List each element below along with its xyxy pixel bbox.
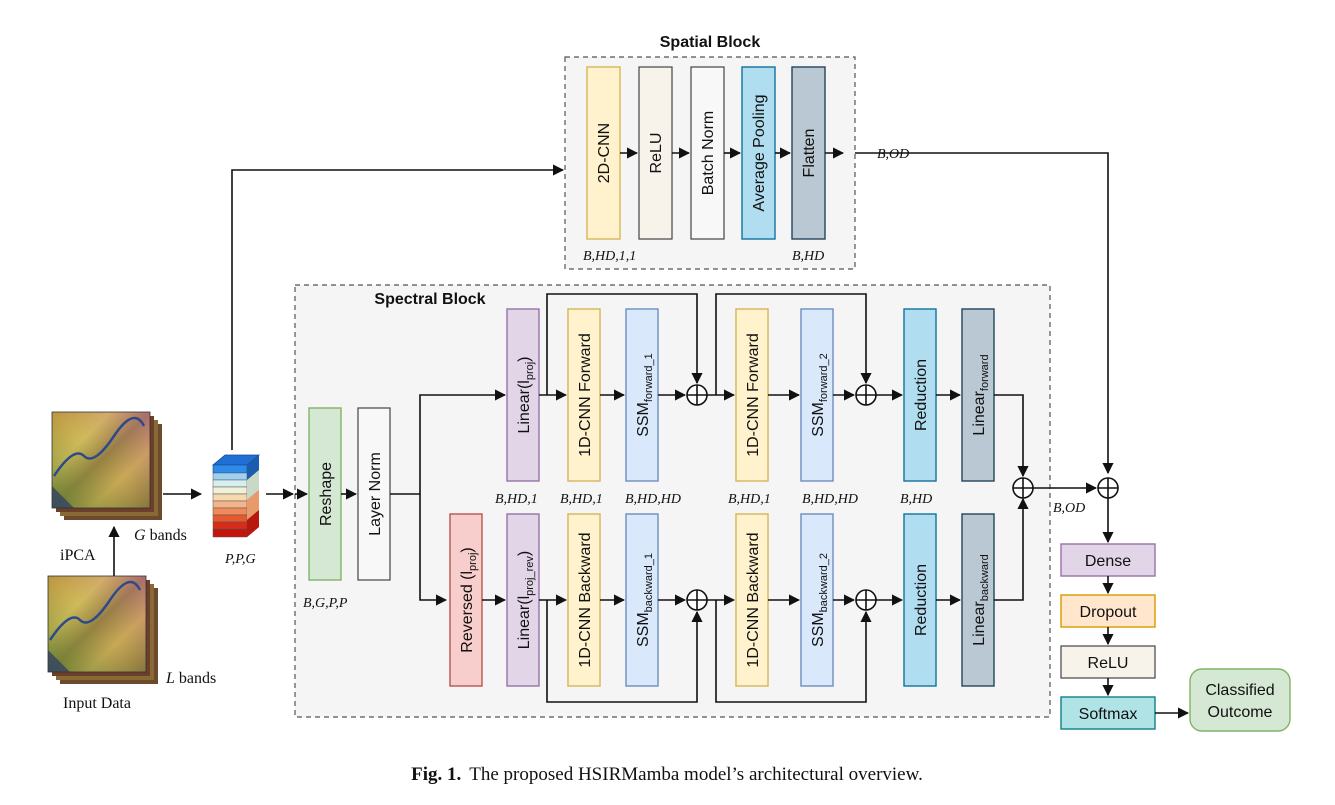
ssm-backward-2-layer	[800, 513, 834, 687]
spectral-block: Spectral Block Reshape B,G,P,P Layer Nor…	[294, 284, 1051, 718]
ssm-forward-2-layer	[800, 308, 834, 482]
linear-backward-layer	[961, 513, 995, 687]
relu-label: ReLU	[648, 133, 665, 174]
batchnorm-label: Batch Norm	[700, 111, 717, 195]
ssm-forward-2-label: SSMforward_2	[810, 353, 830, 437]
reshape-label: Reshape	[318, 462, 335, 526]
softmax-label: Softmax	[1079, 706, 1138, 723]
dim-cnn2d-out: B,HD,1,1	[583, 249, 636, 264]
dense-label: Dense	[1085, 553, 1131, 570]
classifier-head: Dense Dropout ReLU Softmax Classified Ou…	[1060, 498, 1291, 732]
ssm-forward-1-layer	[625, 308, 659, 482]
conv1d-backward-2-label: 1D-CNN Backward	[745, 532, 762, 667]
reshape-layer	[308, 407, 342, 581]
linear-proj-layer	[506, 308, 540, 482]
linear-proj-label: Linear(lproj)	[516, 356, 536, 433]
dim-patch: P,P,G	[224, 552, 256, 567]
reversed-label: Reversed (lproj)	[459, 547, 479, 652]
conv1d-forward-2-layer	[735, 308, 769, 482]
conv1d-forward-2-label: 1D-CNN Forward	[745, 333, 762, 457]
g-bands-label: G bands	[134, 527, 187, 544]
relu-layer	[638, 66, 673, 240]
ssm-backward-1-layer	[625, 513, 659, 687]
spatial-block-title: Spatial Block	[660, 34, 761, 51]
dim-ssm-fwd-2: B,HD,HD	[802, 492, 858, 507]
dim-spectral-out: B,OD	[1053, 501, 1085, 516]
flatten-label: Flatten	[801, 129, 818, 178]
ssm-backward-1-label: SSMbackward_1	[635, 553, 655, 647]
ssm-forward-1-label: SSMforward_1	[635, 353, 655, 437]
conv2d-label: 2D-CNN	[596, 123, 613, 183]
dim-reshape: B,G,P,P	[303, 596, 348, 611]
patch-stack	[211, 454, 261, 538]
l-bands-label: L bands	[165, 670, 216, 687]
conv1d-backward-1-layer	[567, 513, 601, 687]
layernorm-layer	[357, 407, 391, 581]
dim-conv1d-fwd-1: B,HD,1	[560, 492, 603, 507]
ssm-backward-2-label: SSMbackward_2	[810, 553, 830, 647]
relu-head-label: ReLU	[1088, 655, 1129, 672]
reduction-forward-label: Reduction	[913, 359, 930, 431]
dense-layer	[1060, 543, 1156, 577]
dim-spatial-out: B,OD	[877, 147, 909, 162]
conv2d-layer	[586, 66, 621, 240]
outcome-line1: Classified	[1205, 682, 1274, 699]
spatial-block: Spatial Block 2D-CNN ReLU Batch Norm Ave…	[564, 34, 856, 270]
conv1d-forward-1-label: 1D-CNN Forward	[577, 333, 594, 457]
input-data-cube	[47, 575, 158, 684]
linear-forward-label: Linearforward	[971, 354, 991, 435]
pca-data-cube	[51, 411, 162, 520]
softmax-layer	[1060, 696, 1156, 730]
reduction-backward-label: Reduction	[913, 564, 930, 636]
dim-ssm-fwd-1: B,HD,HD	[625, 492, 681, 507]
linear-backward-label: Linearbackward	[971, 554, 991, 646]
dim-conv1d-fwd-2: B,HD,1	[728, 492, 771, 507]
figure-caption: Fig. 1.The proposed HSIRMamba model’s ar…	[411, 764, 923, 785]
batchnorm-layer	[690, 66, 725, 240]
linear-proj-rev-label: Linear(lproj_rev)	[516, 551, 536, 649]
avgpool-label: Average Pooling	[751, 94, 768, 211]
input-data-label: Input Data	[63, 695, 131, 712]
dropout-label: Dropout	[1080, 604, 1137, 621]
conv1d-backward-1-label: 1D-CNN Backward	[577, 532, 594, 667]
ipca-label: iPCA	[60, 547, 96, 564]
linear-forward-layer	[961, 308, 995, 482]
classified-outcome	[1189, 668, 1291, 732]
outcome-line2: Outcome	[1208, 704, 1273, 721]
conv1d-backward-2-layer	[735, 513, 769, 687]
layernorm-label: Layer Norm	[367, 452, 384, 536]
linear-proj-rev-layer	[506, 513, 540, 687]
spectral-block-title: Spectral Block	[374, 291, 485, 308]
dim-reduction-fwd: B,HD	[900, 492, 932, 507]
reduction-forward-layer	[903, 308, 937, 482]
conv1d-forward-1-layer	[567, 308, 601, 482]
dim-flatten-out: B,HD	[792, 249, 824, 264]
relu-head-layer	[1060, 645, 1156, 679]
dim-linear-proj: B,HD,1	[495, 492, 538, 507]
